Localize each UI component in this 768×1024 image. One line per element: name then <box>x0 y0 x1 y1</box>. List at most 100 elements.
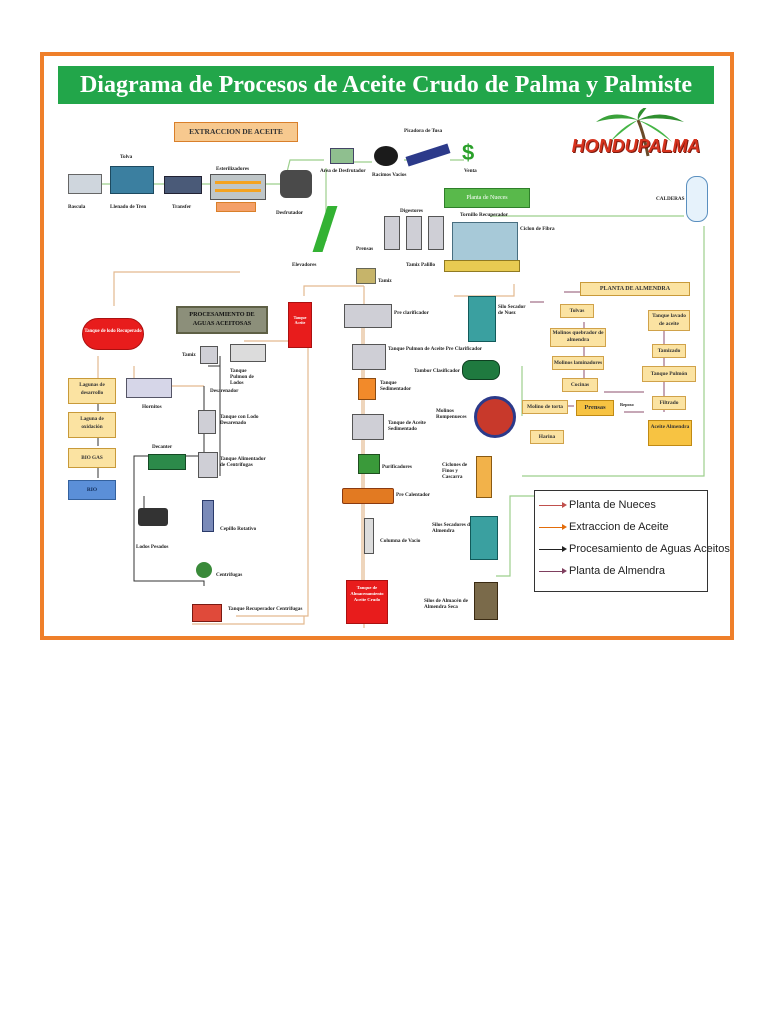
laguna-desarrollo: Lagunas de desarrollo <box>68 378 116 404</box>
lodos-pesados-label: Lodos Pesados <box>136 544 169 550</box>
ciclones-finos-icon <box>476 456 492 498</box>
tanque-pulmon-lodos-label: Tanque Pulmon de Lodos <box>230 368 254 386</box>
picadora-label: Picadora de Tusa <box>404 128 443 134</box>
legend-label: Planta de Nueces <box>569 499 656 511</box>
flow-top-left <box>113 271 240 306</box>
flow-right-side <box>522 226 705 477</box>
almendra-reposo-label: Reposo <box>620 402 634 407</box>
conveyor-icon <box>444 260 520 272</box>
flow-tamiz <box>303 285 364 296</box>
ciclon-fibra-label: Ciclon de Fibra <box>520 226 555 232</box>
tornillo-label: Tornillo Recuperador <box>460 212 509 218</box>
section-aguas: PROCESAMIENTO DE AGUAS ACEITOSAS <box>176 306 268 334</box>
almendra-aceite: Aceite Almendra <box>648 420 692 446</box>
tanque-lodo-desarenado-icon <box>198 410 216 434</box>
almendra-molinos-laminadores: Molinos laminadores <box>552 356 604 370</box>
tambor-clasificador-icon <box>462 360 500 380</box>
centrifugas-icon <box>196 562 212 578</box>
cepillo-rotativo-label: Cepillo Rotativo <box>220 526 257 532</box>
tolva-label: Tolva <box>120 154 133 160</box>
calderas-label: CALDERAS <box>656 196 685 202</box>
tanque-recuperador-icon <box>192 604 222 622</box>
flow-aguas-mid <box>208 356 221 476</box>
silos-secadores-almendra-icon <box>470 516 498 560</box>
tambor-clasificador-label: Tambor Clasificador <box>414 368 460 374</box>
ciclones-finos-label: Ciclones de Finos y Cascarra <box>442 462 468 480</box>
area-desfrutador-label: Area de Desfrutador <box>320 168 366 174</box>
section-nueces: Planta de Nueces <box>444 188 530 208</box>
volcadores-icon <box>330 148 354 164</box>
tanque-pulmon-preclar-icon <box>352 344 386 370</box>
digestor-1-icon <box>384 216 400 250</box>
esterilizadores-label: Esterilizadores <box>216 166 250 172</box>
tamiz-lodos-label: Tamiz <box>182 352 196 358</box>
almendra-filtrado: Filtrado <box>652 396 686 410</box>
legend-item: Procesamiento de Aguas Aceitosas <box>539 543 730 555</box>
tanque-aceite-rojo: Tanque Aceite <box>288 302 312 348</box>
tamiz-icon <box>356 268 376 284</box>
laguna-oxidacion: Laguna de oxidación <box>68 412 116 438</box>
molinos-rompenueces-label: Molinos Rompenueces <box>436 408 467 420</box>
almendra-tolvas: Tolvas <box>560 304 594 318</box>
flow-aguas-loop <box>133 386 205 586</box>
almendra-molinos-quebrador: Molinos quebrador de almendra <box>550 328 606 347</box>
prensas-label: Prensas <box>356 246 374 252</box>
legend-arrow-icon <box>539 501 567 508</box>
tanque-lodo-recuperado: Tanque de lodo Recuperado <box>82 318 144 350</box>
silos-almacen-label: Silos de Almacén de Almendra Seca <box>424 598 468 610</box>
legend-arrow-icon <box>539 567 567 574</box>
silo-secador-nuez-label: Silo Secador de Nuez <box>498 304 526 316</box>
legend-item: Planta de Almendra <box>539 565 665 577</box>
legend-arrow-icon <box>539 545 567 552</box>
almendra-cocinas: Cocinas <box>562 378 598 392</box>
section-extraccion: EXTRACCION DE ACEITE <box>174 122 298 142</box>
esterilizador-tag <box>216 202 256 212</box>
transfer-icon <box>164 176 202 194</box>
digestores-label: Digestores <box>400 208 423 214</box>
venta-label: Venta <box>464 168 477 174</box>
almendra-tanque-pulmon: Tanque Pulmón <box>642 366 696 382</box>
tamiz-label: Tamiz <box>378 278 392 284</box>
digestor-2-icon <box>406 216 422 250</box>
decanter-label: Decanter <box>152 444 173 450</box>
almendra-molino-torta: Molino de torta <box>522 400 568 414</box>
tanque-almacenamiento: Tanque de Almacenamiento Aceite Crudo <box>346 580 388 624</box>
desfrutador-label: Desfrutador <box>276 210 304 216</box>
almendra-tanque-lavado: Tanque lavado de aceite <box>648 310 690 331</box>
tamiz-palillo-label: Tamiz Palillo <box>406 262 436 268</box>
purificadores-label: Purificadores <box>382 464 412 470</box>
logo-text: HONDUPALMA <box>571 136 701 156</box>
almendra-prensas: Prensas <box>576 400 614 416</box>
silo-secador-nuez-icon <box>468 296 496 342</box>
pre-calentador-label: Pre Calentador <box>396 492 431 498</box>
pre-calentador-icon <box>342 488 394 504</box>
hornitos-icon <box>126 378 172 398</box>
tanque-recuperador-label: Tanque Recuperador Centrifugas <box>228 606 303 612</box>
almendra-harina: Harina <box>530 430 564 444</box>
silos-almacen-icon <box>474 582 498 620</box>
calderas-icon <box>686 176 708 222</box>
legend-label: Extraccion de Aceite <box>569 521 669 533</box>
almendra-tamizado: Tamizado <box>652 344 686 358</box>
elevadores-label: Elevadores <box>292 262 317 268</box>
digestor-3-icon <box>428 216 444 250</box>
tanque-alimentador-label: Tanque Alimentador de Centrifugas <box>220 456 266 468</box>
tanque-lodo-desarenado-label: Tanque con Lodo Desarenado <box>220 414 259 426</box>
flow-almendra-top <box>530 291 580 303</box>
bio-gas: BIO GAS <box>68 448 116 468</box>
flow-nueces-link <box>454 284 515 297</box>
molinos-rompenueces-icon <box>474 396 516 438</box>
purificadores-icon <box>358 454 380 474</box>
desfrutador-icon <box>280 170 312 198</box>
tanque-pulmon-preclar-label: Tanque Pulmon de Aceite Pre Clarificador <box>388 346 483 352</box>
centrifugas-label: Centrifugas <box>216 572 243 578</box>
tanque-pulmon-lodos-icon <box>230 344 266 362</box>
flow-red-down <box>236 321 309 617</box>
bascula-icon <box>68 174 102 194</box>
tanque-sedimentador-label: Tanque Sedimentador <box>380 380 412 392</box>
desarenador-label: Desarenador <box>210 388 239 394</box>
hondupalma-logo: HONDUPALMA <box>566 106 708 160</box>
racimos-vacios-label: Racimos Vacios <box>372 172 407 178</box>
rio: RIO <box>68 480 116 500</box>
